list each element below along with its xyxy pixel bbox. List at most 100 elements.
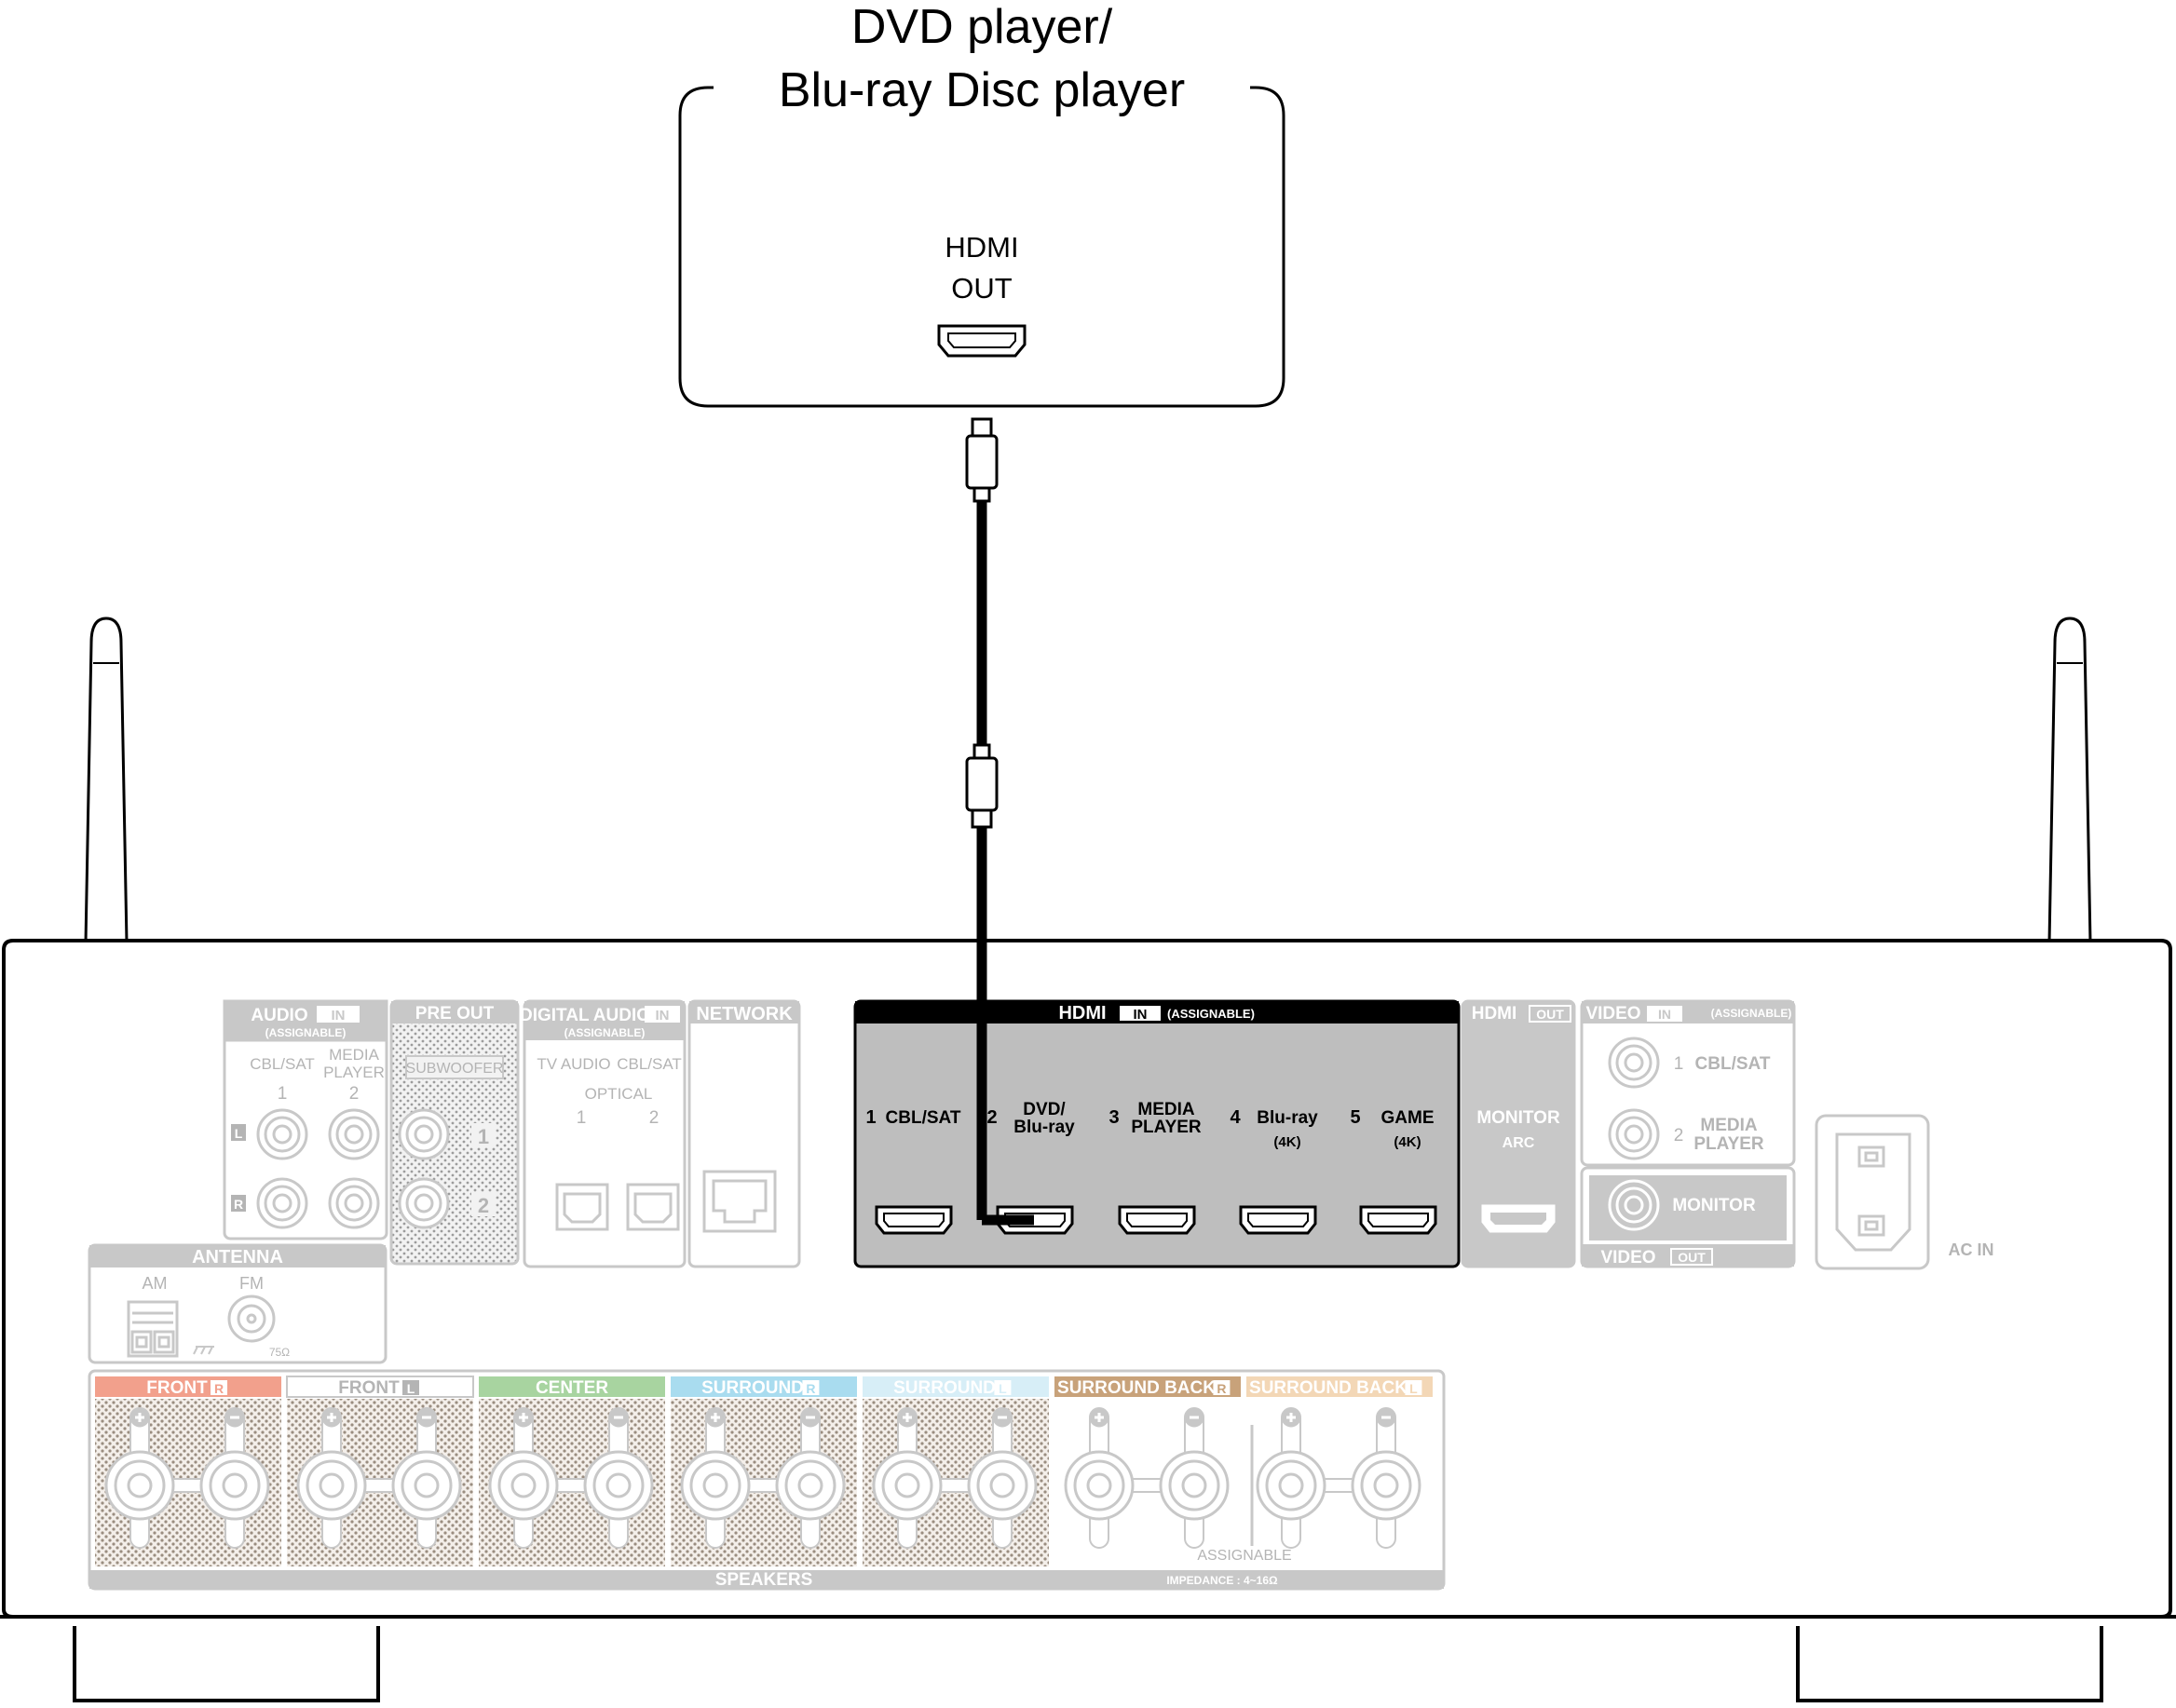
optical-in-1-port[interactable] [555, 1183, 609, 1231]
ac-in-socket[interactable] [1815, 1114, 1930, 1270]
speaker-group-label: SURROUND BACK [1057, 1378, 1216, 1398]
digital-audio-in-num1: 1 [577, 1108, 587, 1128]
speaker-group-side: L [407, 1381, 415, 1396]
network-header: NETWORK [696, 1004, 793, 1024]
speaker-group-side: R [214, 1381, 224, 1396]
source-device: DVD player/ Blu-ray Disc player HDMI OUT [678, 0, 1285, 408]
speaker-group-center: CENTER [479, 1376, 665, 1566]
am-antenna-terminal[interactable] [127, 1300, 179, 1358]
speaker-terminal-center-minus[interactable] [583, 1407, 654, 1549]
speaker-side-badge [211, 1380, 227, 1395]
pre-out-num2: 2 [478, 1194, 489, 1217]
audio-in-header: AUDIO [251, 1006, 307, 1025]
pre-out-subwoofer-1-jack[interactable] [398, 1108, 450, 1160]
video-in-panel [1580, 999, 1796, 1167]
fm-antenna-jack[interactable] [227, 1295, 276, 1343]
audio-in-jack-1l[interactable] [256, 1108, 308, 1160]
hdmi-in-2-label-line2: Blu-ray [1013, 1118, 1075, 1137]
hdmi-in-5-number: 5 [1350, 1107, 1360, 1128]
source-out-label: OUT [951, 272, 1013, 305]
source-hdmi-out-port[interactable] [937, 324, 1027, 358]
speaker-group-label: CENTER [536, 1378, 608, 1398]
hdmi-in-5-socket-inner [1367, 1213, 1429, 1227]
hdmi-out-arc: ARC [1503, 1135, 1535, 1151]
pre-out-num1: 1 [478, 1125, 489, 1148]
source-device-outline [678, 86, 1285, 408]
speaker-terminal-surround-l-minus[interactable] [967, 1407, 1038, 1549]
video-out-monitor: MONITOR [1672, 1196, 1756, 1215]
speakers-impedance: IMPEDANCE : 4~16Ω [1166, 1574, 1278, 1587]
speaker-group-header [479, 1376, 665, 1397]
speaker-terminal-surround-back-r-minus[interactable] [1159, 1407, 1230, 1549]
antenna-ohm: 75Ω [269, 1346, 290, 1359]
audio-in-col2-line1: MEDIA [329, 1046, 380, 1064]
hdmi-in-header: HDMI [1058, 1003, 1106, 1023]
video-in-header: VIDEO [1585, 1004, 1640, 1023]
video-in-tag: IN [1658, 1007, 1671, 1022]
speaker-terminal-surround-r-minus[interactable] [775, 1407, 846, 1549]
hdmi-out-monitor: MONITOR [1476, 1108, 1560, 1128]
video-out-monitor-jack[interactable] [1608, 1179, 1660, 1231]
video-out-tag: OUT [1678, 1250, 1706, 1265]
network-ethernet-port[interactable] [702, 1170, 777, 1233]
hdmi-cable-to-input-2 [976, 827, 1034, 1226]
hdmi-out-monitor-port[interactable] [1481, 1204, 1556, 1233]
hdmi-in-5-label: GAME [1381, 1108, 1435, 1128]
speaker-terminal-front-l-minus[interactable] [391, 1407, 462, 1549]
video-in-num1: 1 [1674, 1054, 1684, 1074]
speaker-group-side: R [806, 1381, 815, 1396]
hdmi-in-4-socket-inner [1247, 1213, 1309, 1227]
receiver-foot-left [73, 1626, 380, 1702]
speaker-terminal-surround-back-l-minus[interactable] [1351, 1407, 1421, 1549]
audio-in-jack-2r[interactable] [328, 1177, 380, 1229]
speakers-panel [88, 1369, 1446, 1591]
speaker-side-badge [1405, 1380, 1422, 1395]
audio-in-jack-2l[interactable] [328, 1108, 380, 1160]
cable-strain-relief-bottom [972, 743, 991, 760]
cable-plug-tip-top [971, 417, 993, 438]
hdmi-in-3-label-line2: PLAYER [1131, 1118, 1202, 1137]
audio-in-jack-1r[interactable] [256, 1177, 308, 1229]
digital-audio-in-optical: OPTICAL [585, 1085, 653, 1103]
speaker-terminal-surround-back-r-plus[interactable] [1064, 1407, 1135, 1549]
speaker-group-front-l: FRONT L [286, 1376, 474, 1566]
hdmi-out-panel [1461, 999, 1576, 1268]
source-hdmi-label: HDMI [945, 231, 1018, 264]
hdmi-out-header: HDMI [1472, 1004, 1517, 1023]
speaker-terminal-center-plus[interactable] [488, 1407, 559, 1549]
speaker-side-badge [1213, 1380, 1231, 1395]
speaker-group-label: SURROUND [893, 1378, 996, 1398]
speaker-terminal-surround-back-l-plus[interactable] [1256, 1407, 1326, 1549]
antenna-panel [88, 1243, 388, 1364]
video-in-num2: 2 [1674, 1126, 1684, 1145]
pre-out-subwoofer-2-jack[interactable] [398, 1177, 450, 1229]
hdmi-cable [965, 417, 999, 829]
audio-in-right: R [234, 1197, 243, 1212]
hdmi-in-5-port[interactable]: 5 GAME (4K) [1350, 1107, 1437, 1235]
video-in-1-jack[interactable] [1608, 1037, 1660, 1089]
hdmi-in-tag: IN [1134, 1007, 1148, 1023]
cable-connector-bottom [965, 756, 999, 812]
speaker-terminal-surround-r-plus[interactable] [680, 1407, 751, 1549]
speaker-terminal-front-r-plus[interactable] [104, 1407, 175, 1549]
source-device-title-line1: DVD player/ [851, 0, 1113, 54]
video-out-header: VIDEO [1600, 1248, 1655, 1267]
digital-audio-in-sub: (ASSIGNABLE) [564, 1026, 646, 1039]
speaker-group-header [1246, 1376, 1433, 1397]
video-in-label2-line1: MEDIA [1700, 1116, 1758, 1135]
speaker-terminal-front-l-plus[interactable] [296, 1407, 367, 1549]
speaker-group-label: FRONT [338, 1378, 400, 1398]
speaker-terminal-front-r-minus[interactable] [199, 1407, 270, 1549]
speaker-terminal-surround-l-plus[interactable] [872, 1407, 943, 1549]
video-in-2-jack[interactable] [1608, 1108, 1660, 1160]
optical-in-2-port[interactable] [626, 1183, 680, 1231]
hdmi-in-5-format: (4K) [1394, 1134, 1421, 1150]
hdmi-in-sub: (ASSIGNABLE) [1167, 1007, 1255, 1021]
pre-out-header: PRE OUT [415, 1004, 495, 1023]
